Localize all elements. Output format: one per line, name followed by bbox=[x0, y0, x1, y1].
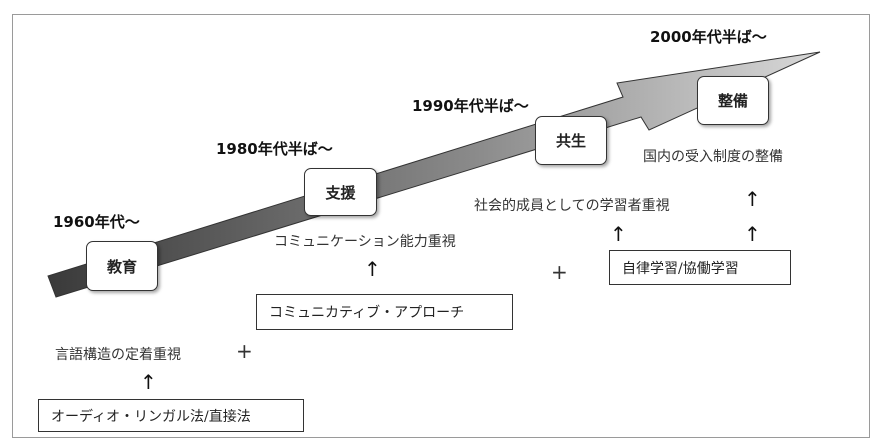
plus-sign: + bbox=[236, 339, 253, 363]
method-communicative: コミュニカティブ・アプローチ bbox=[256, 294, 513, 330]
text-social-member-focus: 社会的成員としての学習者重視 bbox=[474, 198, 670, 214]
era-label-1960: 1960年代～ bbox=[53, 213, 140, 231]
era-label-2000: 2000年代半ば～ bbox=[650, 28, 767, 46]
plus-sign: + bbox=[551, 260, 568, 284]
text-communication-focus: コミュニケーション能力重視 bbox=[274, 234, 456, 250]
stage-development: 整備 bbox=[697, 76, 769, 125]
method-autonomous: 自律学習/協働学習 bbox=[609, 250, 791, 285]
up-arrow-icon: ↑ bbox=[744, 222, 761, 246]
stage-education: 教育 bbox=[86, 241, 158, 291]
diagram-frame bbox=[12, 14, 870, 438]
stage-support: 支援 bbox=[304, 168, 377, 216]
method-audiolingual: オーディオ・リンガル法/直接法 bbox=[38, 399, 304, 432]
era-label-1980: 1980年代半ば～ bbox=[216, 140, 333, 158]
up-arrow-icon: ↑ bbox=[744, 187, 761, 211]
text-grammar-focus: 言語構造の定着重視 bbox=[55, 347, 181, 363]
era-label-1990: 1990年代半ば～ bbox=[412, 97, 529, 115]
up-arrow-icon: ↑ bbox=[364, 257, 381, 281]
stage-coexistence: 共生 bbox=[535, 116, 607, 165]
text-domestic-system: 国内の受入制度の整備 bbox=[643, 149, 783, 165]
up-arrow-icon: ↑ bbox=[140, 370, 157, 394]
up-arrow-icon: ↑ bbox=[610, 222, 627, 246]
